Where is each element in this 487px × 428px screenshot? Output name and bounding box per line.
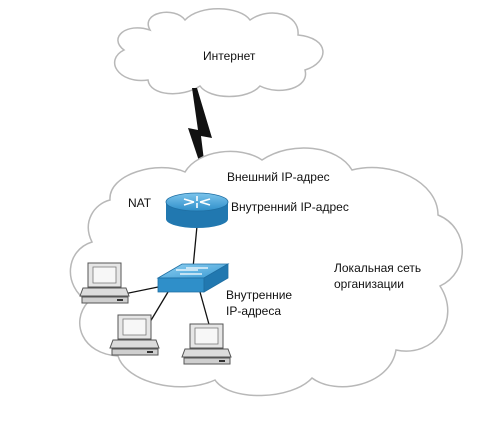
internet-cloud-icon <box>113 8 324 98</box>
lan-label-line2: организации <box>334 277 404 291</box>
nat-label: NAT <box>128 196 152 210</box>
pc-icon <box>181 323 232 365</box>
lan-label-line1: Локальная сеть <box>334 261 421 275</box>
router-icon <box>165 192 229 228</box>
lightning-link-icon <box>188 88 212 185</box>
pc-icon <box>79 262 130 304</box>
external-ip-label: Внешний IP-адрес <box>227 170 330 184</box>
switch-icon <box>156 263 230 293</box>
internal-ips-label-line2: IP-адреса <box>226 304 281 318</box>
internet-label: Интернет <box>203 49 256 63</box>
internal-ip-label: Внутренний IP-адрес <box>231 200 349 214</box>
pc-icon <box>109 314 160 356</box>
internal-ips-label-line1: Внутренние <box>226 288 292 302</box>
